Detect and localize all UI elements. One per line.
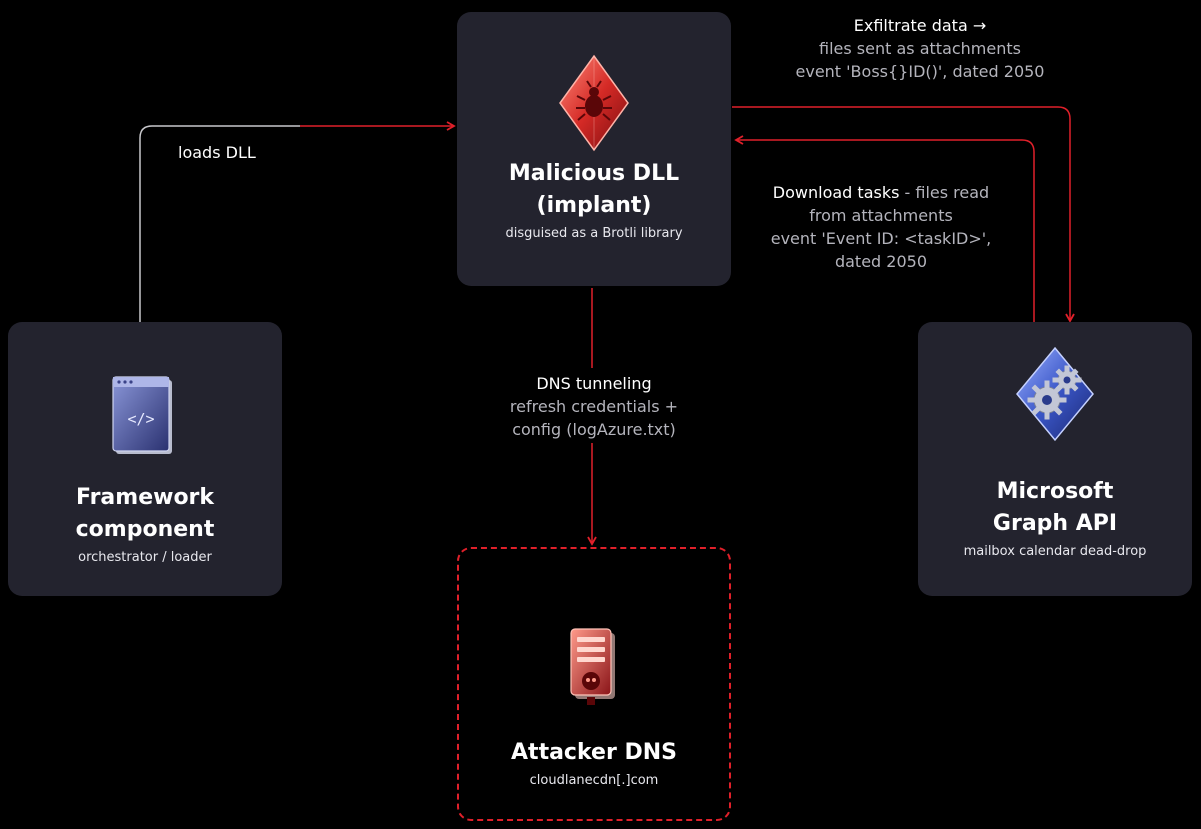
download-label-line3: event 'Event ID: <taskID>', bbox=[770, 229, 992, 248]
dns-label-line3: config (logAzure.txt) bbox=[512, 420, 676, 439]
framework-component-node: </> Framework component orchestrator / l… bbox=[8, 322, 282, 596]
exfil-connector bbox=[732, 106, 1075, 323]
download-label-line1b: - files read bbox=[899, 183, 990, 202]
exfil-label: Exfiltrate data → files sent as attachme… bbox=[770, 14, 1070, 83]
dll-subtitle: disguised as a Brotli library bbox=[505, 226, 683, 241]
graph-subtitle: mailbox calendar dead-drop bbox=[963, 544, 1147, 559]
framework-title-line1: Framework bbox=[75, 485, 215, 510]
download-label-line2: from attachments bbox=[809, 206, 953, 225]
svg-text:</>: </> bbox=[127, 410, 154, 428]
bug-diamond-icon bbox=[559, 54, 629, 152]
dns-subtitle: cloudlanecdn[.]com bbox=[529, 773, 659, 788]
code-window-icon: </> bbox=[112, 376, 172, 454]
loads-dll-connector bbox=[139, 125, 300, 322]
download-connector bbox=[734, 135, 1035, 322]
attacker-dns-node: Attacker DNS cloudlanecdn[.]com bbox=[457, 547, 731, 821]
exfil-label-line1: Exfiltrate data → bbox=[853, 16, 987, 35]
dll-title-line2: (implant) bbox=[536, 193, 652, 218]
download-label-line1a: Download tasks bbox=[772, 183, 900, 202]
graph-title-line1: Microsoft bbox=[996, 479, 1114, 504]
exfil-label-line3: event 'Boss{}ID()', dated 2050 bbox=[795, 62, 1045, 81]
framework-title-line2: component bbox=[75, 517, 215, 542]
malicious-dll-node: Malicious DLL (implant) disguised as a B… bbox=[457, 12, 731, 286]
server-skull-icon bbox=[570, 628, 615, 705]
graph-title-line2: Graph API bbox=[992, 511, 1118, 536]
dns-label-line1: DNS tunneling bbox=[536, 374, 652, 393]
dns-label-line2: refresh credentials + bbox=[509, 397, 679, 416]
gears-diamond-icon bbox=[1016, 346, 1094, 442]
loads-dll-label: loads DLL bbox=[178, 143, 256, 162]
exfil-label-line2: files sent as attachments bbox=[819, 39, 1021, 58]
download-label-line4: dated 2050 bbox=[834, 252, 928, 271]
download-label: Download tasks - files read from attachm… bbox=[731, 181, 1031, 273]
framework-subtitle: orchestrator / loader bbox=[78, 550, 212, 565]
dns-tunneling-label: DNS tunneling refresh credentials + conf… bbox=[444, 372, 744, 441]
dns-title: Attacker DNS bbox=[511, 740, 677, 765]
microsoft-graph-node: Microsoft Graph API mailbox calendar dea… bbox=[918, 322, 1192, 596]
dll-title-line1: Malicious DLL bbox=[508, 161, 680, 186]
